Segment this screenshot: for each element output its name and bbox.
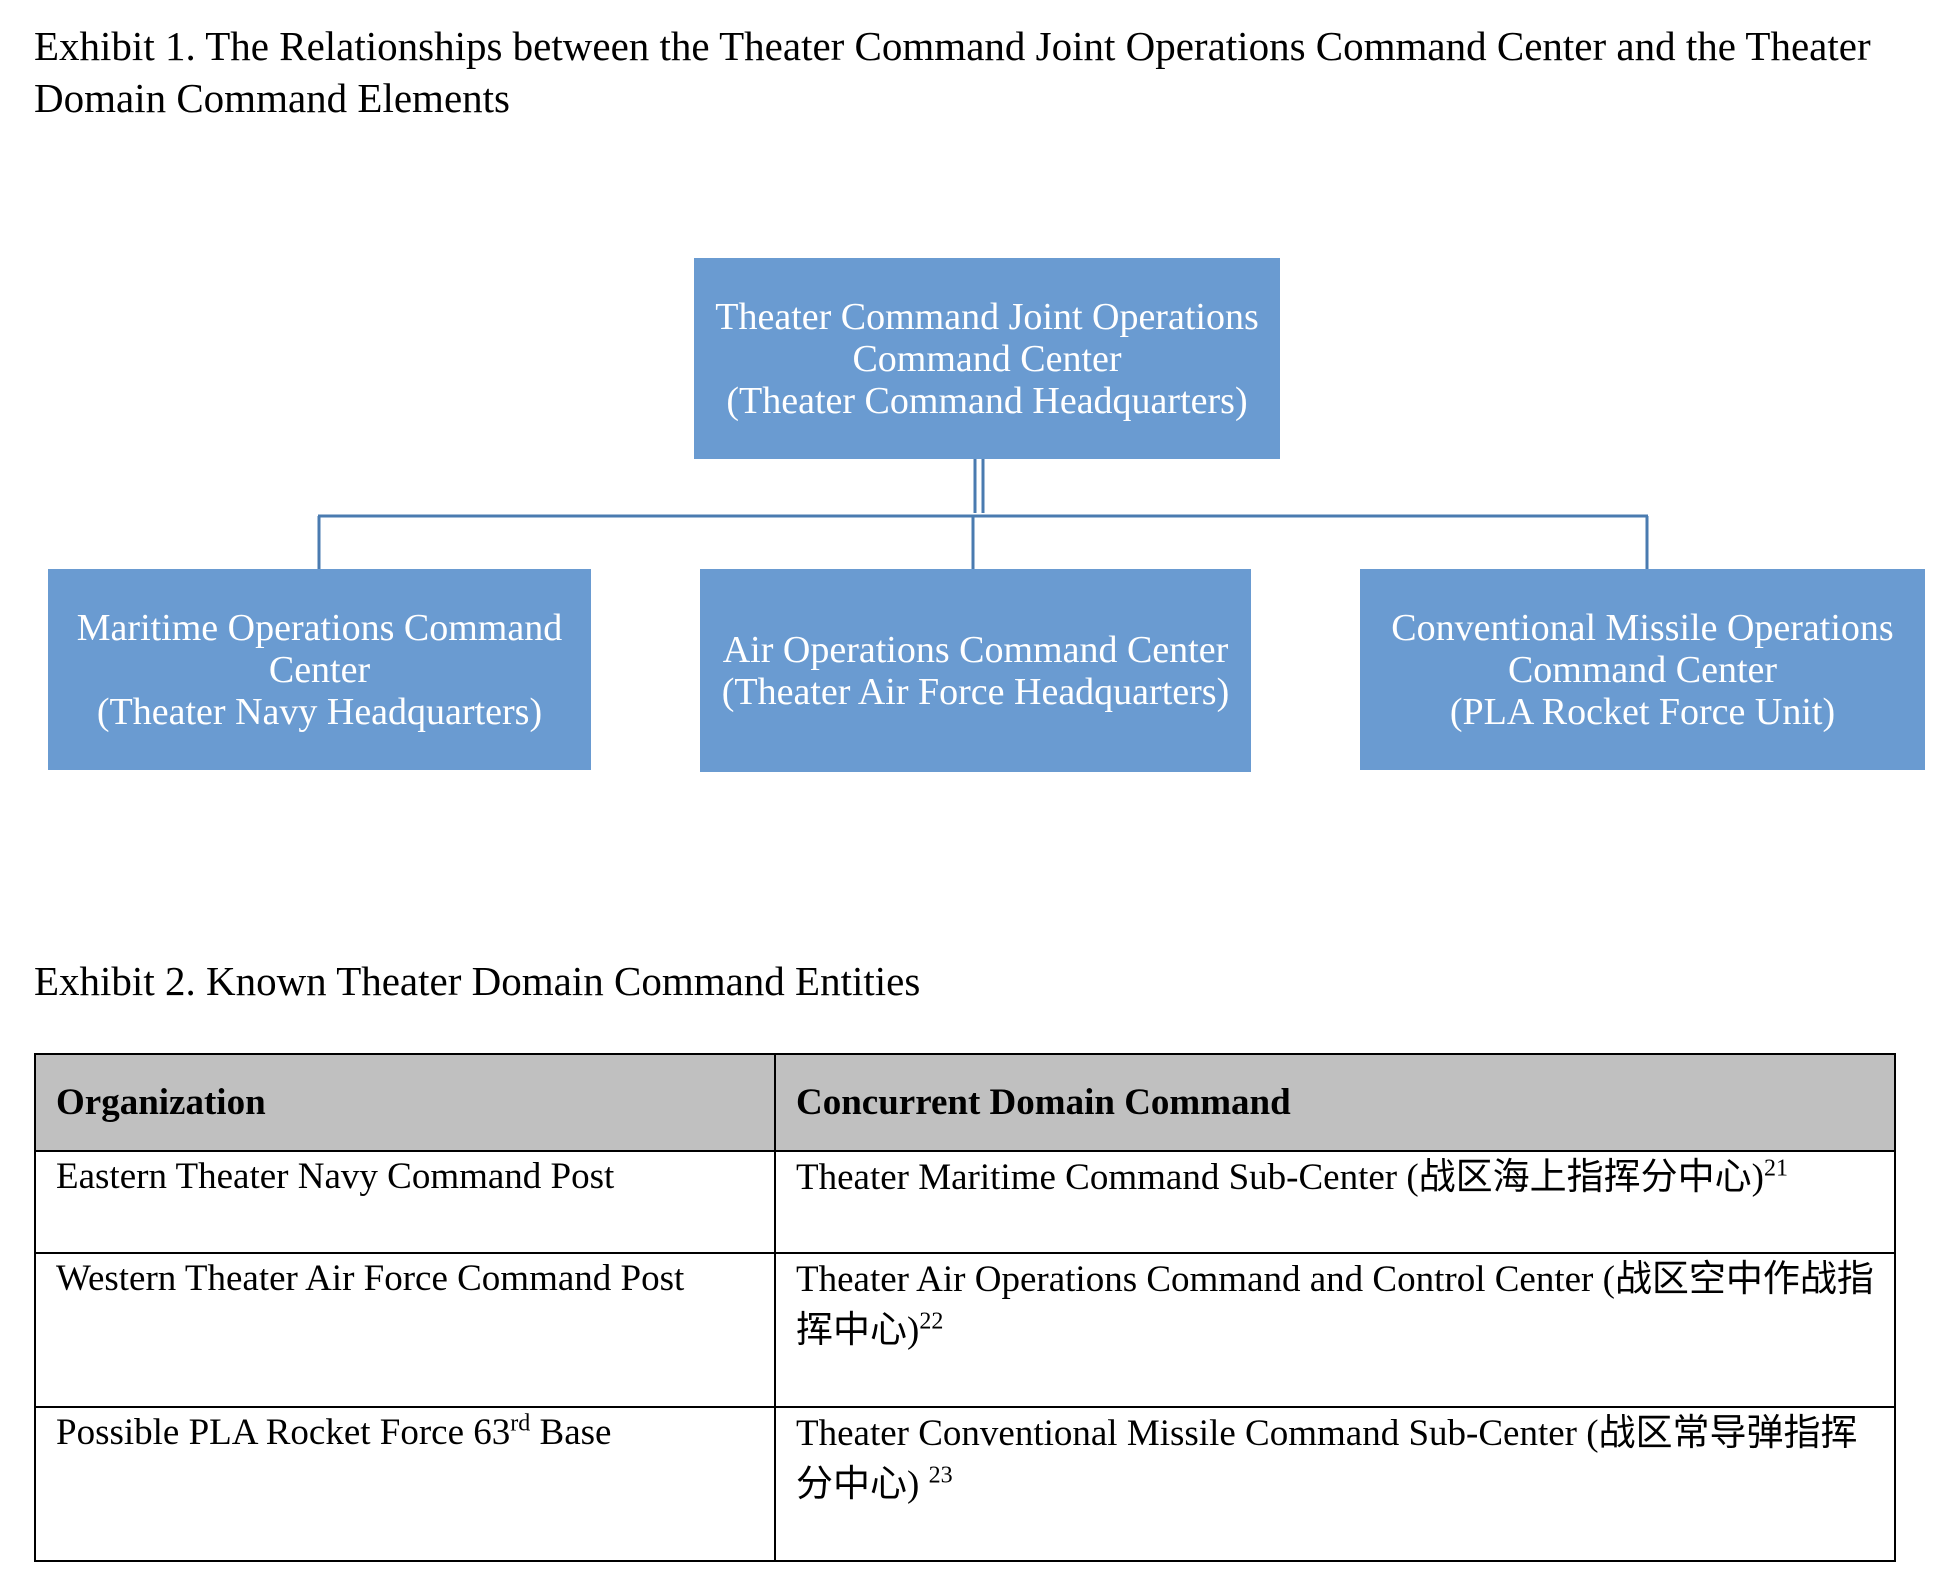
exhibit2-caption: Exhibit 2. Known Theater Domain Command … <box>34 958 921 1004</box>
box-line: (Theater Air Force Headquarters) <box>721 670 1230 713</box>
organization-text: Possible PLA Rocket Force 63 <box>56 1412 511 1453</box>
command-close-paren: ) <box>1751 1157 1764 1198</box>
organization-text: Western Theater Air Force Command Post <box>56 1258 685 1299</box>
air-operations-command-center-box: Air Operations Command Center (Theater A… <box>700 569 1251 772</box>
ordinal-suffix: rd <box>510 1410 531 1437</box>
organization-text-suffix: Base <box>530 1412 612 1453</box>
footnote-marker: 22 <box>919 1308 944 1335</box>
box-line: Theater Command Joint Operations <box>715 295 1259 338</box>
conventional-missile-operations-command-center-box: Conventional Missile Operations Command … <box>1360 569 1925 770</box>
box-line: Command Center <box>1507 648 1778 691</box>
command-chinese-text: 战区常导弹指挥分中心 <box>796 1411 1858 1505</box>
domain-command-cell: Theater Air Operations Command and Contr… <box>774 1252 1896 1408</box>
command-text: Theater Maritime Command Sub-Center ( <box>796 1157 1419 1198</box>
exhibit1-caption: Exhibit 1. The Relationships between the… <box>34 23 1871 121</box>
domain-command-cell: Theater Maritime Command Sub-Center (战区海… <box>774 1150 1896 1254</box>
joint-operations-command-center-box: Theater Command Joint Operations Command… <box>694 258 1280 459</box>
table-row: Western Theater Air Force Command Post T… <box>34 1252 1896 1408</box>
box-line: Air Operations Command Center <box>722 628 1229 671</box>
organization-cell: Eastern Theater Navy Command Post <box>34 1150 776 1254</box>
box-line: (Theater Navy Headquarters) <box>96 690 543 733</box>
box-line: (PLA Rocket Force Unit) <box>1449 690 1836 733</box>
org-chart-connectors <box>317 459 1649 569</box>
box-line: Conventional Missile Operations <box>1391 606 1894 649</box>
command-chinese-text: 战区海上指挥分中心 <box>1418 1155 1752 1198</box>
command-chinese-text: 战区空中作战指挥中心 <box>796 1257 1874 1351</box>
command-text: Theater Conventional Missile Command Sub… <box>796 1413 1599 1454</box>
footnote-marker: 23 <box>928 1462 953 1489</box>
organization-cell: Possible PLA Rocket Force 63rd Base <box>34 1406 776 1562</box>
box-line: Maritime Operations Command <box>76 606 563 649</box>
organization-text: Eastern Theater Navy Command Post <box>56 1156 615 1197</box>
command-close-paren: ) <box>907 1464 929 1505</box>
domain-command-cell: Theater Conventional Missile Command Sub… <box>774 1406 1896 1562</box>
command-text: Theater Air Operations Command and Contr… <box>796 1259 1615 1300</box>
table-header-row: Organization Concurrent Domain Command <box>34 1053 1896 1152</box>
header-concurrent-domain-command: Concurrent Domain Command <box>774 1053 1896 1152</box>
organization-cell: Western Theater Air Force Command Post <box>34 1252 776 1408</box>
box-line: Command Center <box>852 337 1122 380</box>
table-row: Eastern Theater Navy Command Post Theate… <box>34 1150 1896 1254</box>
box-line: (Theater Command Headquarters) <box>726 379 1248 422</box>
maritime-operations-command-center-box: Maritime Operations Command Center (Thea… <box>48 569 591 770</box>
footnote-marker: 21 <box>1764 1155 1788 1182</box>
box-line: Center <box>268 648 371 691</box>
command-close-paren: ) <box>907 1310 920 1351</box>
header-organization: Organization <box>34 1053 776 1152</box>
domain-command-entities-table: Organization Concurrent Domain Command E… <box>34 1053 1896 1562</box>
table-row: Possible PLA Rocket Force 63rd Base Thea… <box>34 1406 1896 1562</box>
